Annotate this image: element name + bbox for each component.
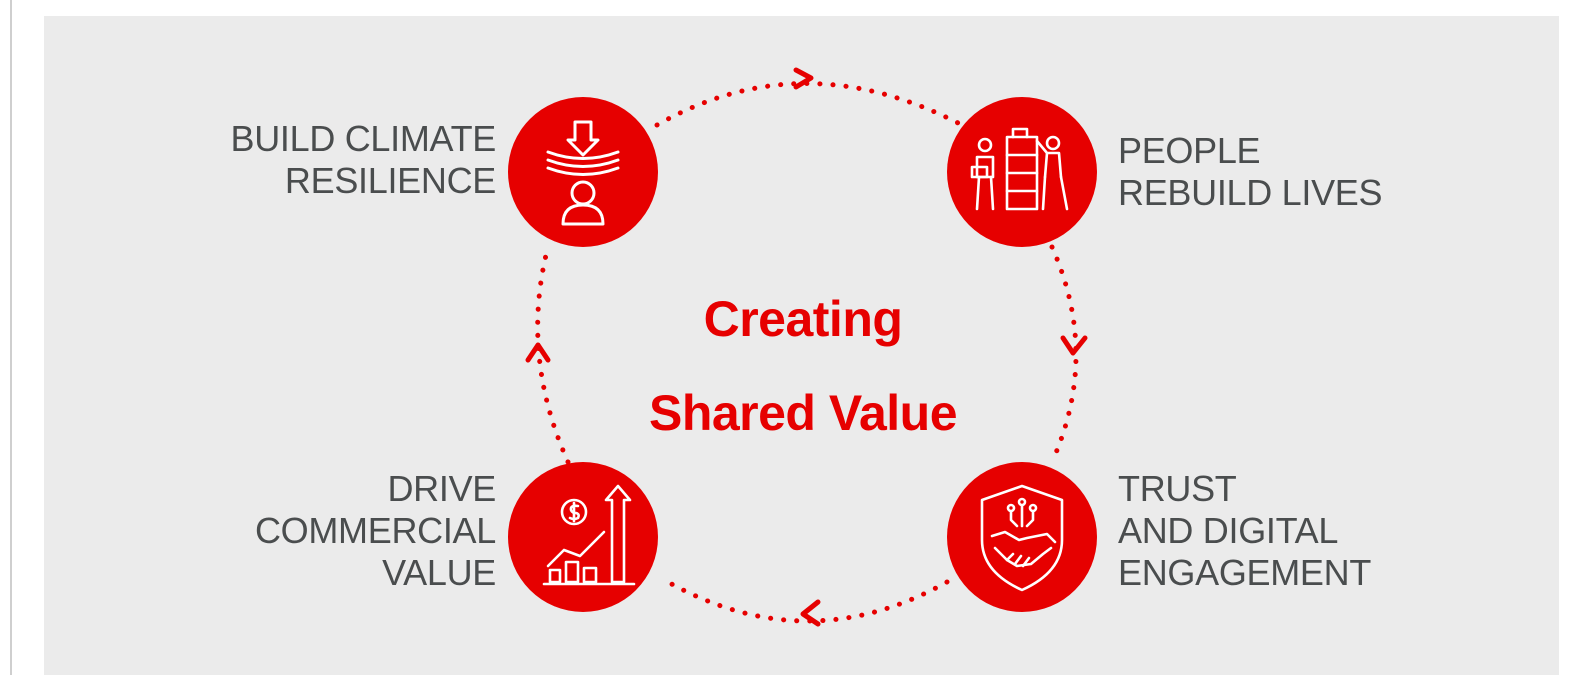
node-drive-commercial-value [508, 462, 658, 612]
center-title-line-1: Creating [703, 291, 903, 347]
node-people-rebuild-lives [947, 97, 1097, 247]
node-build-climate-resilience [508, 97, 658, 247]
label-line: BUILD CLIMATE [230, 118, 497, 159]
connector-top [654, 81, 965, 128]
commercial-growth-icon [542, 484, 636, 586]
arrow-right [793, 67, 814, 90]
label-trust-digital-engagement: TRUST AND DIGITAL ENGAGEMENT [1118, 468, 1371, 594]
trust-shield-handshake-icon [980, 484, 1064, 592]
connector-bottom [665, 579, 950, 624]
label-line: REBUILD LIVES [1118, 172, 1383, 213]
arrow-up [525, 342, 551, 363]
people-rebuild-icon [970, 127, 1069, 211]
center-title: Creating Shared Value [583, 272, 1023, 460]
label-people-rebuild-lives: PEOPLE REBUILD LIVES [1118, 130, 1383, 214]
label-line: TRUST [1118, 468, 1237, 509]
arrow-down [1060, 335, 1088, 356]
label-line: COMMERCIAL [254, 510, 496, 551]
label-build-climate-resilience: BUILD CLIMATE RESILIENCE [231, 118, 497, 202]
left-border [10, 0, 12, 675]
node-trust-digital-engagement [947, 462, 1097, 612]
arrow-left [800, 599, 821, 627]
label-line: ENGAGEMENT [1118, 552, 1372, 593]
label-line: VALUE [382, 552, 496, 593]
label-line: PEOPLE [1118, 130, 1261, 171]
label-drive-commercial-value: DRIVE COMMERCIAL VALUE [255, 468, 496, 594]
center-title-line-2: Shared Value [648, 385, 958, 441]
connector-left [535, 244, 571, 465]
label-line: RESILIENCE [284, 160, 496, 201]
label-line: AND DIGITAL [1118, 510, 1339, 551]
climate-resilience-icon [546, 120, 620, 226]
label-line: DRIVE [387, 468, 496, 509]
diagram-panel [44, 16, 1559, 675]
